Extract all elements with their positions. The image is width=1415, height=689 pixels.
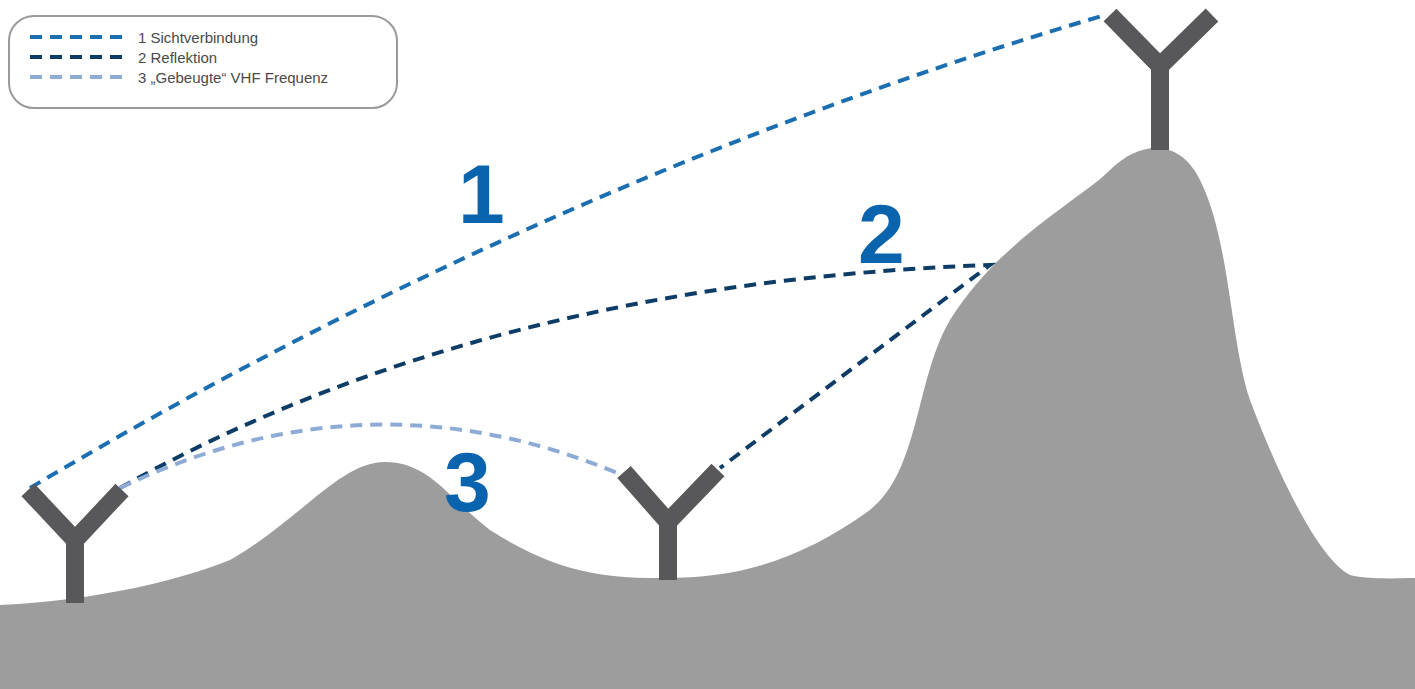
legend-sample [30,73,126,81]
legend-row: 1 Sichtverbindung [30,27,258,47]
legend-text: 1 Sichtverbindung [138,29,258,46]
legend-text: 3 „Gebeugte“ VHF Frequenz [138,69,328,86]
antenna-symbol [624,470,718,580]
legend-sample [30,33,126,41]
legend-text: 2 Reflektion [138,49,217,66]
callout-number: 3 [444,440,491,524]
legend-row: 2 Reflektion [30,47,217,67]
callout-number: 2 [858,192,905,276]
legend-row: 3 „Gebeugte“ VHF Frequenz [30,67,328,87]
reflection-path [120,265,990,488]
legend-box: 1 Sichtverbindung 2 Reflektion 3 „Gebeugte… [8,15,398,109]
terrain [0,148,1415,689]
callout-number: 1 [458,152,505,236]
antenna-symbol [28,490,122,603]
diffraction-path [120,425,622,488]
antenna-symbol [1110,15,1212,150]
legend-sample [30,53,126,61]
